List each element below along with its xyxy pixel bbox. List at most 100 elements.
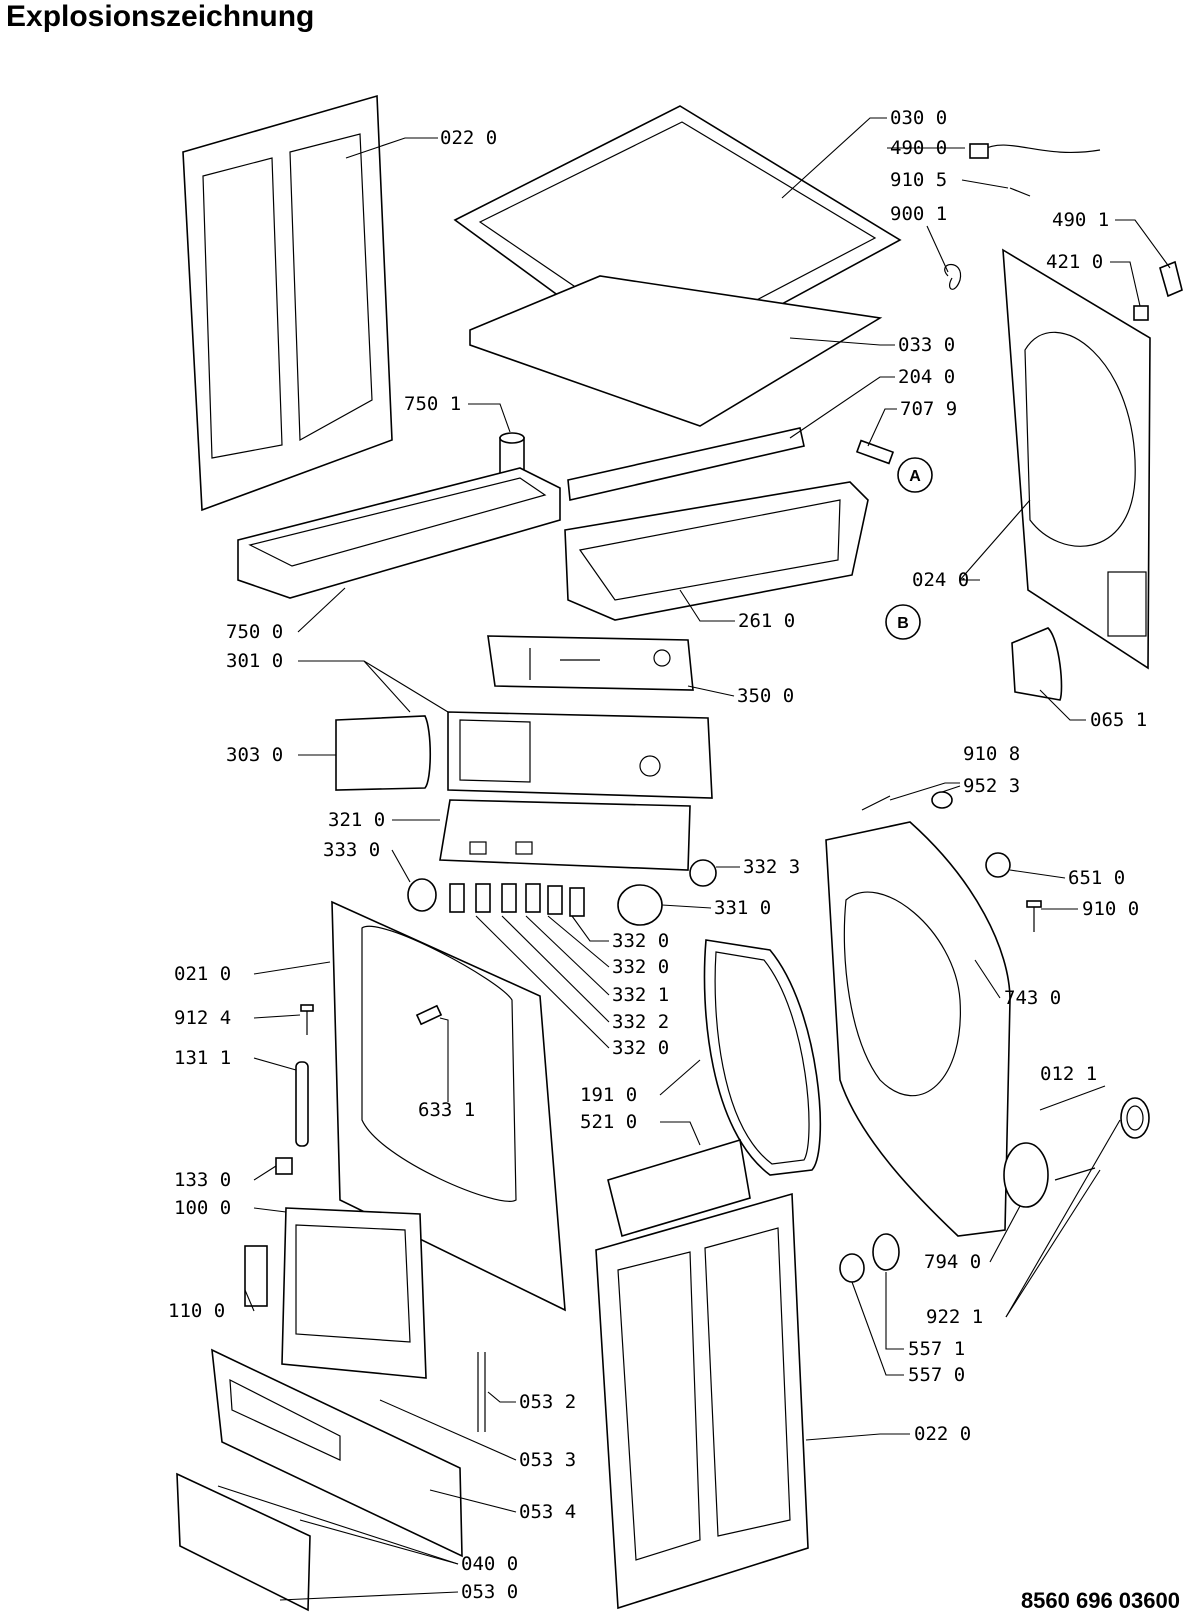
callout-6510: 651 0	[1068, 867, 1125, 889]
callout-1910: 191 0	[580, 1084, 637, 1106]
leader-lines	[217, 117, 1171, 1601]
control-pcb	[487, 635, 694, 691]
svg-text:B: B	[897, 615, 909, 632]
screw-9100	[1026, 900, 1042, 932]
rear-panel	[1002, 248, 1151, 670]
callout-0651: 065 1	[1090, 709, 1147, 731]
front-grille	[176, 1472, 311, 1612]
callout-3500: 350 0	[737, 685, 794, 707]
callout-3330: 333 0	[323, 839, 380, 861]
callout-3210: 321 0	[328, 809, 385, 831]
callout-0530: 053 0	[461, 1581, 518, 1603]
connector-plug	[855, 439, 895, 465]
callout-0220-bottom: 022 0	[914, 1423, 971, 1445]
callout-3320-c: 332 0	[612, 1037, 669, 1059]
callout-9100: 910 0	[1082, 898, 1139, 920]
electronic-module	[607, 1138, 751, 1238]
callout-9124: 912 4	[174, 1007, 231, 1029]
callout-7079: 707 9	[900, 398, 957, 420]
callout-5571: 557 1	[908, 1338, 965, 1360]
callout-4901: 490 1	[1052, 209, 1109, 231]
knob-3330	[407, 878, 437, 912]
cable-clip	[944, 264, 962, 290]
page-title: Explosionszeichnung	[6, 0, 315, 33]
door-seal	[703, 939, 822, 1176]
callout-9523: 952 3	[963, 775, 1020, 797]
small-clip	[275, 1157, 293, 1175]
door-latch	[415, 1004, 443, 1026]
callout-3310: 331 0	[714, 897, 771, 919]
callout-0300: 030 0	[890, 107, 947, 129]
drum-assembly	[825, 821, 1011, 1237]
callout-0121: 012 1	[1040, 1063, 1097, 1085]
callout-7430: 743 0	[1004, 987, 1061, 1009]
valve	[839, 1253, 865, 1283]
callout-1100: 110 0	[168, 1300, 225, 1322]
callout-3321: 332 1	[612, 984, 669, 1006]
callout-0210: 021 0	[174, 963, 231, 985]
callout-0330: 033 0	[898, 334, 955, 356]
callout-0534: 053 4	[519, 1501, 576, 1523]
screw-9124	[300, 1004, 314, 1035]
callout-1311: 131 1	[174, 1047, 231, 1069]
callout-0220-top: 022 0	[440, 127, 497, 149]
svg-text:A: A	[909, 468, 921, 485]
callout-labels: 022 0 030 0 490 0 910 5 900 1 490 1 421 …	[168, 107, 1147, 1603]
cover-strip	[567, 427, 805, 501]
document-number: 8560 696 03600	[1020, 1588, 1180, 1613]
callout-4900: 490 0	[890, 137, 947, 159]
callout-9221: 922 1	[926, 1306, 983, 1328]
front-panel	[331, 900, 566, 1312]
callout-9001: 900 1	[890, 203, 947, 225]
fan-wheel	[1120, 1097, 1150, 1139]
sensor	[985, 852, 1011, 878]
door-handle	[244, 1245, 268, 1307]
cover-plate	[1011, 627, 1063, 701]
ring-seal	[1003, 1142, 1049, 1208]
button-row	[449, 883, 585, 917]
small-block	[1133, 305, 1149, 321]
knob-ring	[689, 859, 717, 887]
callout-4210: 421 0	[1046, 251, 1103, 273]
callout-3320-b: 332 0	[612, 956, 669, 978]
cover-tray	[469, 275, 883, 427]
callout-9108: 910 8	[963, 743, 1020, 765]
callout-0532: 053 2	[519, 1391, 576, 1413]
callout-3030: 303 0	[226, 744, 283, 766]
callout-1000: 100 0	[174, 1197, 231, 1219]
drain-hose	[477, 1352, 486, 1432]
callout-1330: 133 0	[174, 1169, 231, 1191]
callout-5570: 557 0	[908, 1364, 965, 1386]
shaft	[1054, 1167, 1096, 1181]
grommet	[931, 791, 953, 809]
reference-marker-b: B	[885, 604, 921, 640]
callout-3010: 301 0	[226, 650, 283, 672]
callout-0240: 024 0	[912, 569, 969, 591]
callout-2040: 204 0	[898, 366, 955, 388]
small-ring	[872, 1233, 900, 1271]
water-tank	[237, 467, 561, 599]
callout-0400: 040 0	[461, 1553, 518, 1575]
reference-marker-a: A	[897, 457, 933, 493]
side-panel-left	[182, 94, 393, 512]
base-housing	[564, 481, 869, 621]
callout-7501: 750 1	[404, 393, 461, 415]
panel-overlay	[439, 799, 691, 871]
callout-3322: 332 2	[612, 1011, 669, 1033]
callout-5210: 521 0	[580, 1111, 637, 1133]
side-panel-right	[595, 1192, 809, 1610]
callout-2610: 261 0	[738, 610, 795, 632]
power-cord	[969, 143, 1101, 159]
drawer-front	[335, 715, 431, 791]
screw-9108	[861, 795, 891, 811]
callout-3323: 332 3	[743, 856, 800, 878]
hinge-bar	[295, 1061, 309, 1147]
callout-6331: 633 1	[418, 1099, 475, 1121]
callout-7940: 794 0	[924, 1251, 981, 1273]
callout-3320-a: 332 0	[612, 930, 669, 952]
knob-3310	[617, 884, 663, 926]
screw-9105	[1009, 187, 1031, 197]
cord-clamp	[1159, 260, 1183, 298]
callout-7500: 750 0	[226, 621, 283, 643]
